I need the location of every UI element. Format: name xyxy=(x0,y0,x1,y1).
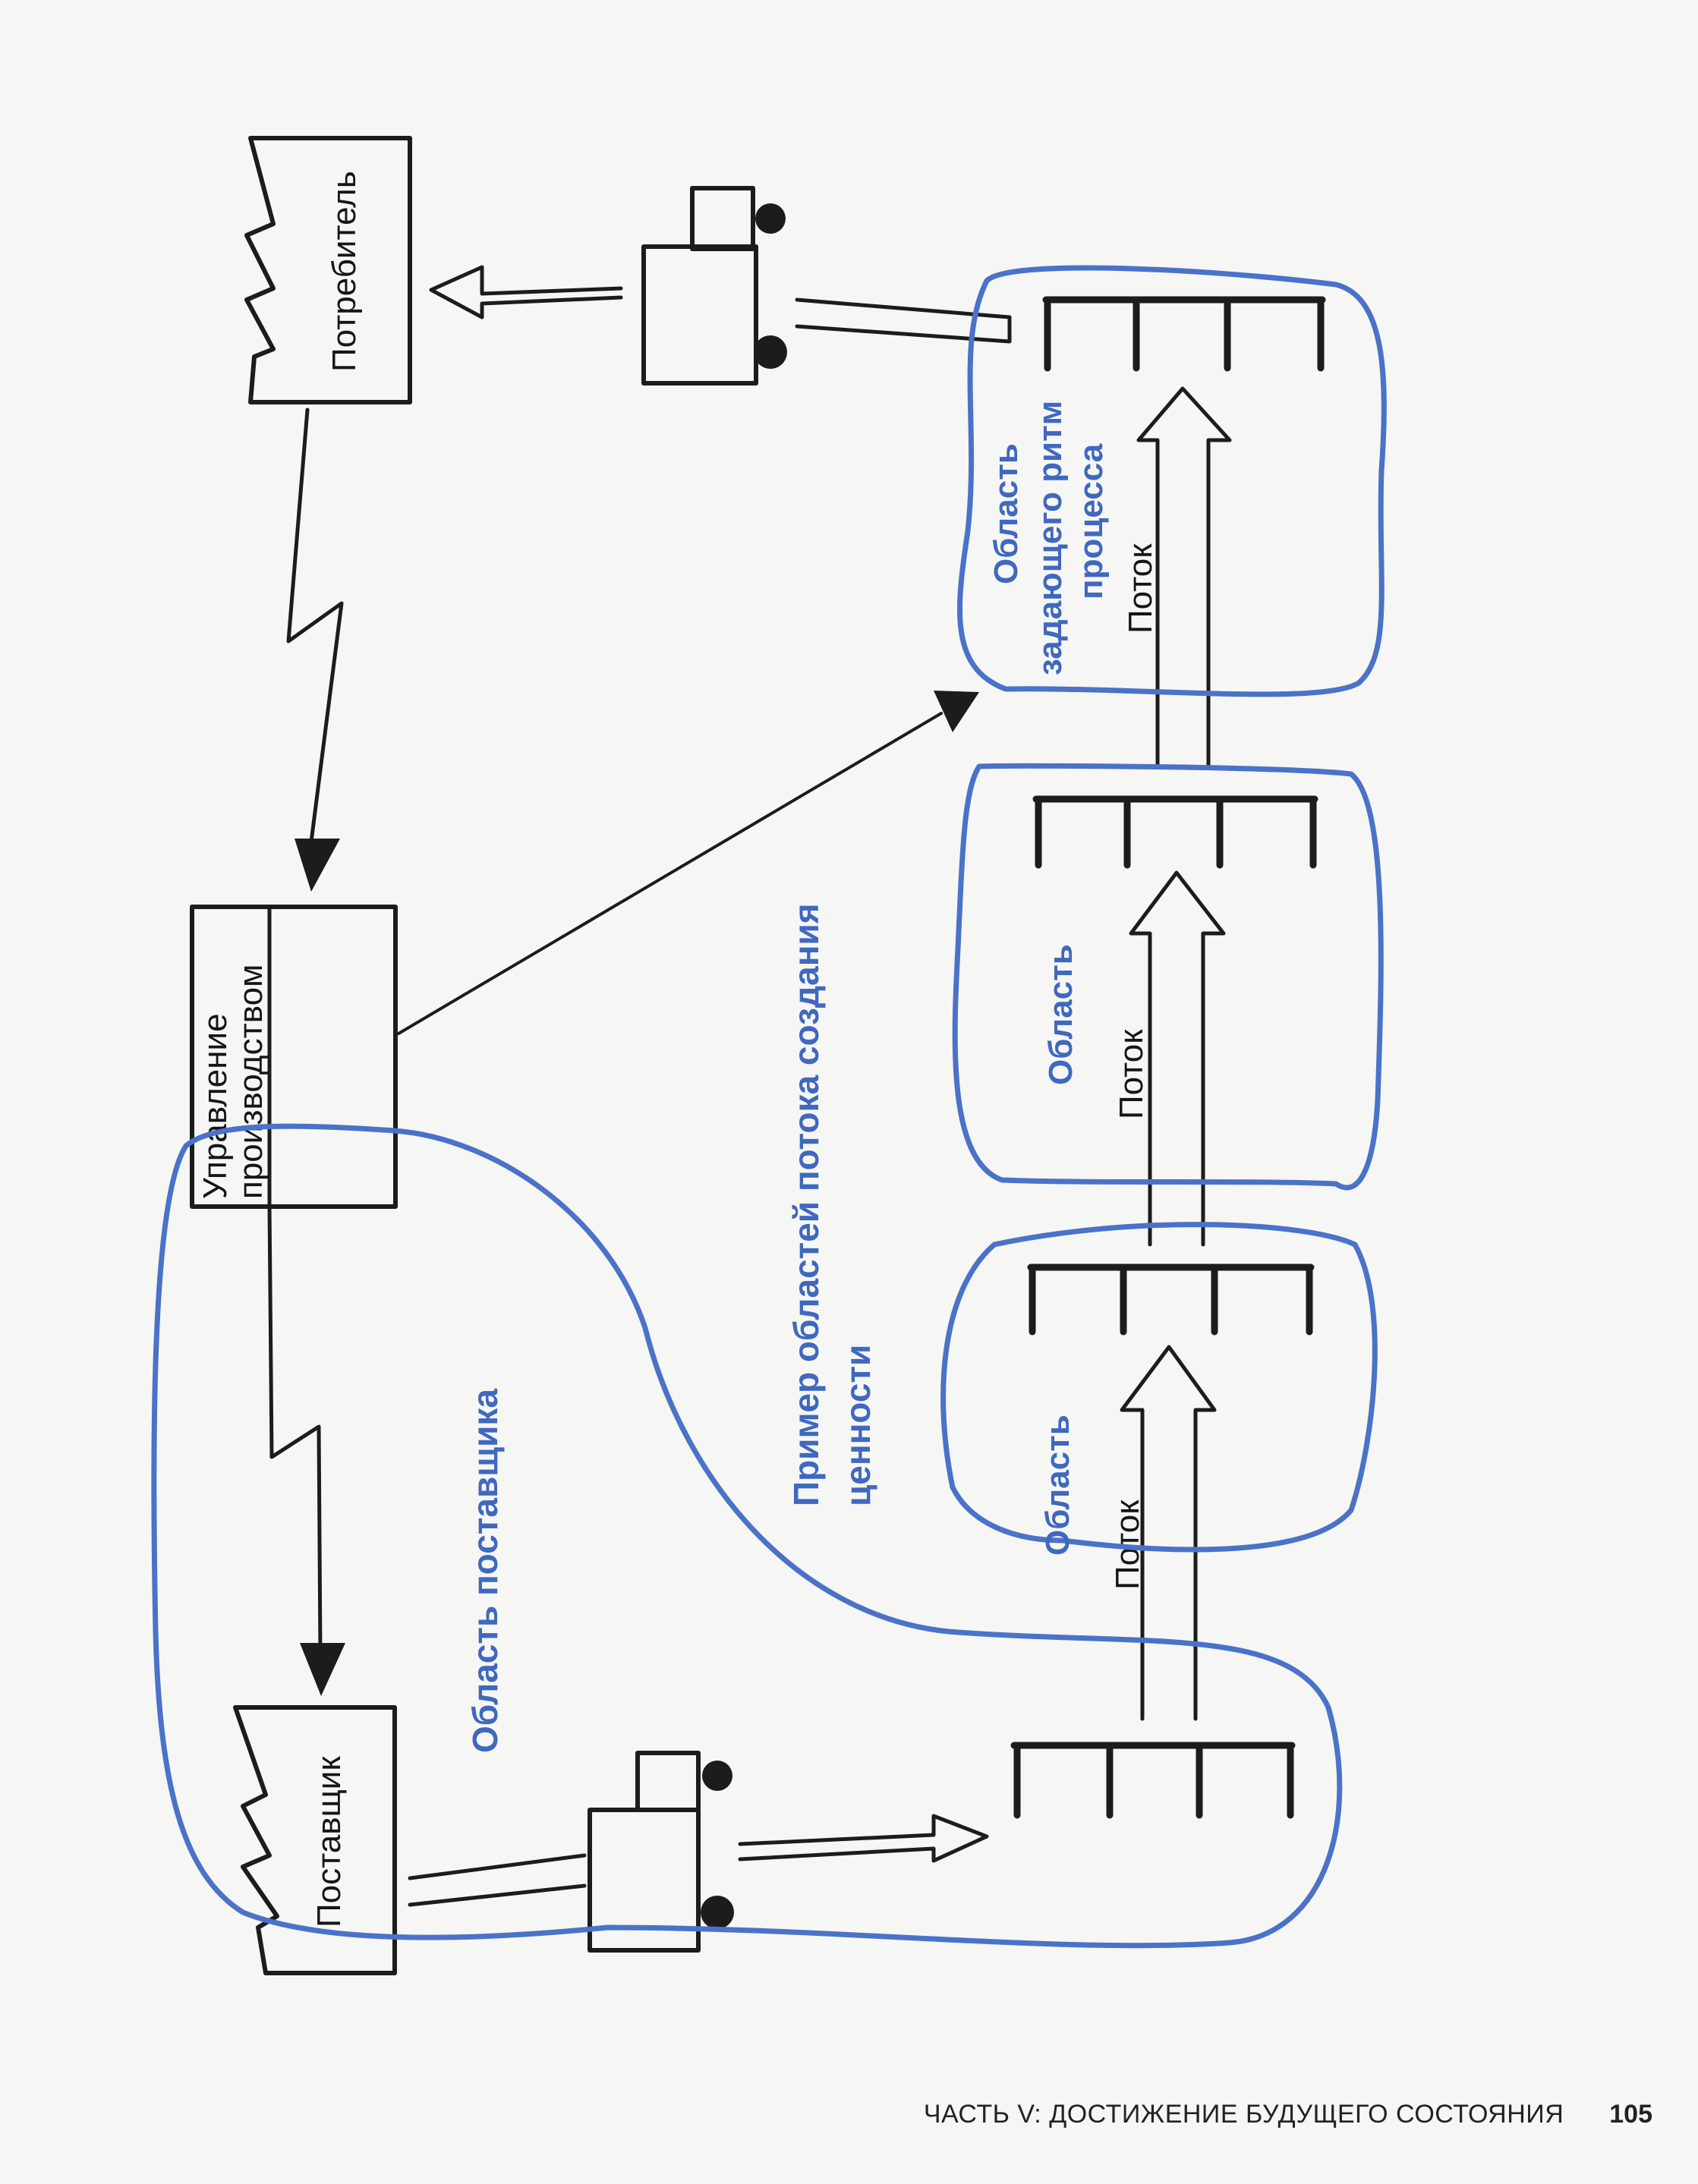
footer-section-title: ЧАСТЬ V: ДОСТИЖЕНИЕ БУДУЩЕГО СОСТОЯНИЯ xyxy=(923,2100,1564,2129)
shipment-truck-icon-top xyxy=(641,186,787,386)
diagram-caption-line1: Пример областей потока создания xyxy=(786,903,826,1506)
supermarket-icon-pacemaker xyxy=(1042,296,1326,372)
production-control-box: Управление производством xyxy=(190,905,398,1209)
supermarket-icon-supplier xyxy=(1010,1742,1296,1819)
withdrawal-line-top xyxy=(795,297,1012,344)
flow-arrow-to-middle xyxy=(1129,870,1226,1247)
supplier-factory-icon: Поставщик xyxy=(233,1705,397,1975)
supermarket-icon-lower xyxy=(1027,1264,1315,1336)
diagram-caption-line2: ценности xyxy=(838,1345,877,1506)
lower-area-label: Область xyxy=(1039,1415,1076,1556)
customer-factory-icon: Потребитель xyxy=(244,136,412,404)
electronic-info-flow-control-to-supplier xyxy=(267,1204,345,1696)
pacemaker-area-label-line2: задающего ритм xyxy=(1032,401,1069,675)
supplier-label: Поставщик xyxy=(310,1756,348,1928)
production-control-label-line2: производством xyxy=(232,965,269,1199)
flow-label-middle: Поток xyxy=(1113,1029,1150,1119)
truck-wheel-icon xyxy=(701,1896,734,1929)
lower-area-outline xyxy=(940,1222,1378,1553)
supermarket-icon-middle xyxy=(1032,795,1318,869)
truck-wheel-icon xyxy=(755,203,786,234)
flow-arrow-to-pacemaker xyxy=(1136,386,1232,769)
electronic-info-flow-customer-to-control xyxy=(286,408,344,892)
supplier-area-label: Область поставщика xyxy=(465,1389,505,1753)
delivery-truck-icon-bottom xyxy=(588,1751,734,1953)
shipment-arrow-to-customer xyxy=(429,265,623,319)
pacemaker-area-label-line1: Область xyxy=(988,443,1025,584)
page-footer: ЧАСТЬ V: ДОСТИЖЕНИЕ БУДУЩЕГО СОСТОЯНИЯ 1… xyxy=(924,2100,1652,2129)
supplier-to-truck-lines xyxy=(408,1853,587,1907)
customer-label: Потребитель xyxy=(326,171,363,372)
delivery-arrow-to-stock xyxy=(738,1814,989,1863)
middle-area-label: Область xyxy=(1042,944,1079,1085)
middle-area-outline xyxy=(952,763,1384,1191)
truck-wheel-icon xyxy=(702,1761,732,1791)
production-control-label-line1: Управление xyxy=(197,1013,234,1199)
pacemaker-area-outline xyxy=(957,265,1387,697)
schedule-arrow-to-pacemaker xyxy=(397,691,979,1035)
truck-wheel-icon xyxy=(754,335,787,369)
supplier-area-outline xyxy=(151,1123,1343,1949)
pacemaker-area-label-line3: процесса xyxy=(1073,443,1110,599)
flow-arrow-to-lower xyxy=(1120,1345,1217,1721)
flow-label-pacemaker: Поток xyxy=(1122,543,1159,634)
page-number: 105 xyxy=(1609,2100,1652,2129)
